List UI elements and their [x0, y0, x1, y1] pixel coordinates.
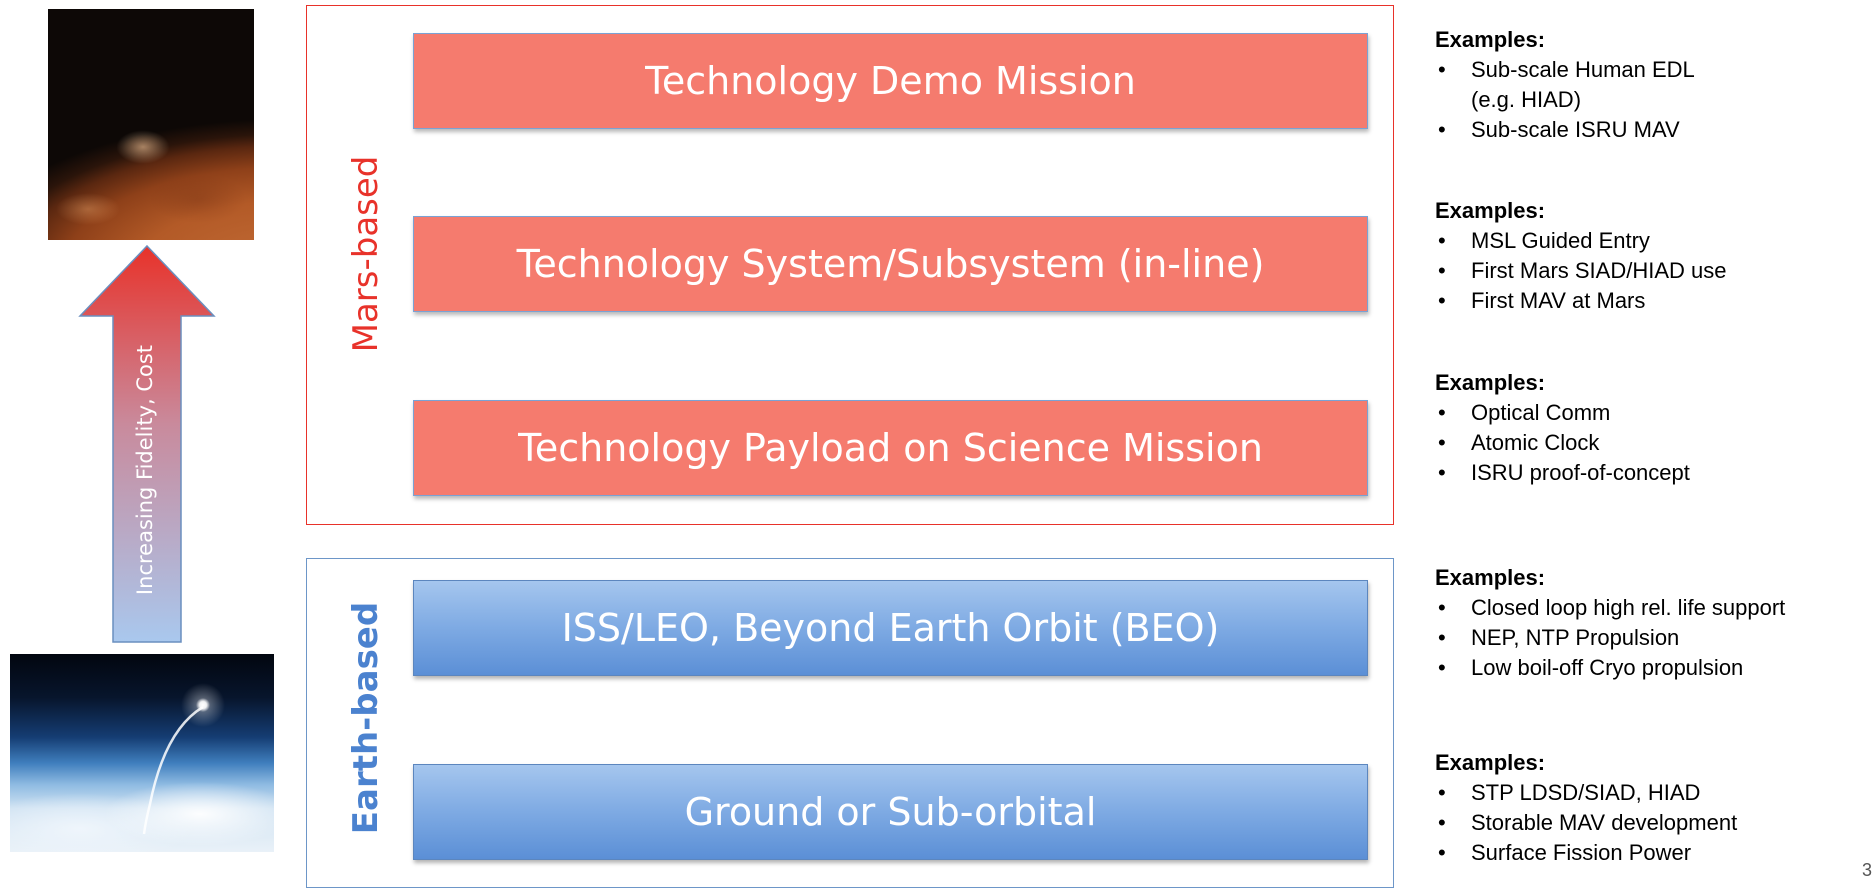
example-item: MSL Guided Entry	[1435, 226, 1872, 256]
examples-list: Optical Comm Atomic Clock ISRU proof-of-…	[1435, 398, 1872, 488]
example-item: ISRU proof-of-concept	[1435, 458, 1872, 488]
example-item: First Mars SIAD/HIAD use	[1435, 256, 1872, 286]
examples-heading: Examples:	[1435, 565, 1546, 590]
examples-block-iss-leo-beo: Examples: Closed loop high rel. life sup…	[1435, 563, 1872, 683]
examples-block-payload-science: Examples: Optical Comm Atomic Clock ISRU…	[1435, 368, 1872, 488]
example-note: (e.g. HIAD)	[1471, 87, 1582, 112]
example-item: Surface Fission Power	[1435, 838, 1872, 868]
example-item: NEP, NTP Propulsion	[1435, 623, 1872, 653]
examples-list: Closed loop high rel. life support NEP, …	[1435, 593, 1872, 683]
stage-technology-demo-mission: Technology Demo Mission	[413, 33, 1368, 129]
examples-block-system-subsystem: Examples: MSL Guided Entry First Mars SI…	[1435, 196, 1872, 316]
page-number: 3	[1862, 860, 1872, 880]
example-item: Low boil-off Cryo propulsion	[1435, 653, 1872, 683]
example-text: Sub-scale Human EDL	[1471, 57, 1695, 82]
examples-list: MSL Guided Entry First Mars SIAD/HIAD us…	[1435, 226, 1872, 316]
earth-based-label: Earth-based	[346, 601, 386, 835]
examples-heading: Examples:	[1435, 370, 1546, 395]
stage-technology-system-subsystem: Technology System/Subsystem (in-line)	[413, 216, 1368, 312]
example-item: Atomic Clock	[1435, 428, 1872, 458]
example-item: Optical Comm	[1435, 398, 1872, 428]
examples-list: Sub-scale Human EDL (e.g. HIAD) Sub-scal…	[1435, 55, 1872, 145]
examples-block-demo-mission: Examples: Sub-scale Human EDL (e.g. HIAD…	[1435, 25, 1872, 145]
example-item: First MAV at Mars	[1435, 286, 1872, 316]
example-item: Sub-scale ISRU MAV	[1435, 115, 1872, 145]
mars-based-label: Mars-based	[346, 155, 386, 353]
mars-surface-image	[48, 9, 254, 240]
fidelity-cost-label: Increasing Fidelity, Cost	[133, 344, 157, 596]
mars-based-group	[306, 5, 1394, 525]
examples-heading: Examples:	[1435, 750, 1546, 775]
stage-iss-leo-beo: ISS/LEO, Beyond Earth Orbit (BEO)	[413, 580, 1368, 676]
example-item: Storable MAV development	[1435, 808, 1872, 838]
example-item: STP LDSD/SIAD, HIAD	[1435, 778, 1872, 808]
example-item: Closed loop high rel. life support	[1435, 593, 1872, 623]
launch-trail	[142, 705, 204, 835]
examples-heading: Examples:	[1435, 198, 1546, 223]
stage-ground-sub-orbital: Ground or Sub-orbital	[413, 764, 1368, 860]
earth-launch-image	[10, 654, 274, 852]
examples-list: STP LDSD/SIAD, HIAD Storable MAV develop…	[1435, 778, 1872, 868]
stage-technology-payload-science-mission: Technology Payload on Science Mission	[413, 400, 1368, 496]
examples-block-ground-sub-orbital: Examples: STP LDSD/SIAD, HIAD Storable M…	[1435, 748, 1872, 868]
example-item: Sub-scale Human EDL (e.g. HIAD)	[1435, 55, 1872, 115]
fidelity-arrow	[78, 244, 216, 643]
examples-heading: Examples:	[1435, 27, 1546, 52]
